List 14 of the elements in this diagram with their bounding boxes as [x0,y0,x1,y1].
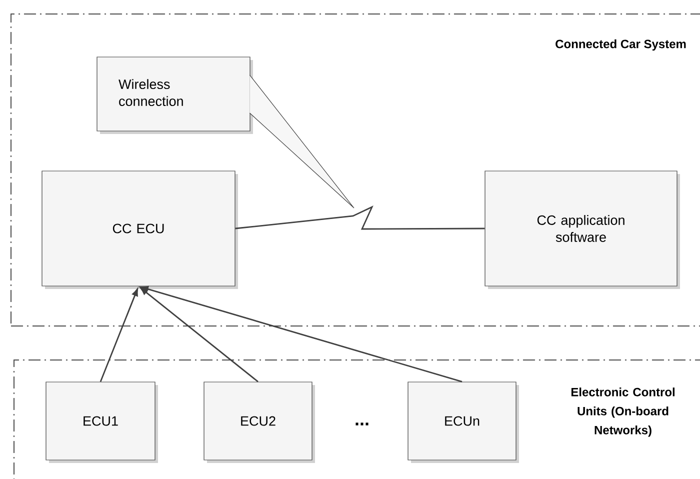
process-box: ECU2 [204,382,315,463]
ellipsis: ... [356,422,368,426]
arrow [140,286,462,382]
group-frame [10,14,700,326]
process-box: CC ECU [42,170,238,289]
group-title: Connected Car System [556,39,686,51]
process-box: CC application software [484,170,680,289]
process-box: ECUn [408,382,519,463]
arrow [140,288,258,382]
group-title: Electronic Control Units (On-board Networks) [571,388,674,437]
arrow [100,288,138,382]
group-frame [14,360,700,479]
process-box: ECU1 [46,382,158,463]
lightning-connector [235,206,485,230]
